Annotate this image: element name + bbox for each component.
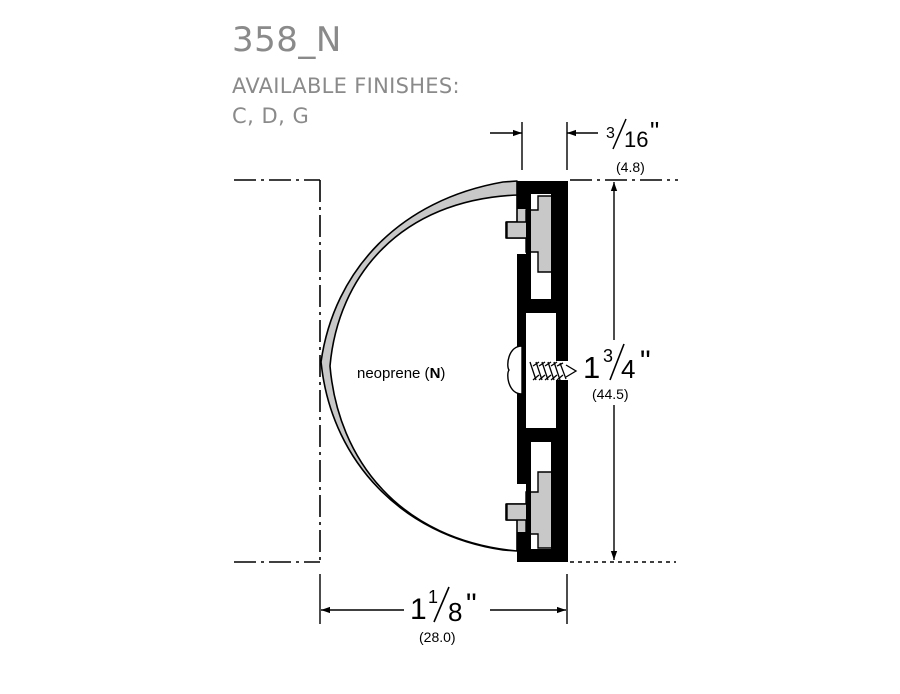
thickness-denominator: 16: [624, 127, 648, 152]
thickness-numerator: 3: [606, 125, 615, 142]
depth-whole: 1: [410, 593, 427, 626]
thickness-metric: (4.8): [616, 159, 645, 175]
extrusion-front-mid-bottom: [517, 424, 526, 484]
material-label-suffix: ): [440, 365, 445, 382]
thickness-inch-mark: ": [650, 116, 659, 146]
depth-metric: (28.0): [419, 629, 456, 645]
depth-numerator: 1: [428, 587, 438, 607]
depth-inch-mark: ": [466, 588, 477, 621]
extrusion-front-mid-top: [517, 254, 526, 314]
material-code: N: [430, 365, 441, 382]
depth-label: 1 1 8 " (28.0): [410, 586, 477, 645]
model-number: 358_N: [232, 20, 342, 60]
material-label: neoprene (N): [357, 365, 445, 382]
height-inch-mark: ": [640, 345, 651, 378]
header: 358_N AVAILABLE FINISHES: C, D, G: [232, 18, 460, 130]
screw-icon: [507, 345, 578, 395]
material-label-prefix: neoprene (: [357, 365, 430, 382]
thickness-fraction-bar: [612, 118, 627, 150]
height-whole: 1: [583, 350, 600, 385]
extrusion-front-bottom: [517, 532, 526, 562]
depth-denominator: 8: [448, 597, 462, 627]
screw-head: [507, 345, 523, 395]
cavity-outlines: [526, 189, 556, 554]
thickness-label: 3 16 " (4.8): [606, 116, 659, 175]
height-numerator: 3: [603, 346, 613, 366]
height-label: 1 3 4 " (44.5): [583, 343, 651, 402]
lower-cavity-outline: [526, 437, 556, 554]
upper-cavity-outline: [526, 189, 556, 304]
height-denominator: 4: [621, 354, 635, 384]
extrusion-upper-web: [517, 304, 568, 313]
height-metric: (44.5): [592, 386, 629, 402]
finish-codes: C, D, G: [232, 104, 310, 128]
extrusion-bottom-cap: [517, 554, 568, 562]
extrusion-top-cap: [517, 181, 568, 189]
available-finishes-label: AVAILABLE FINISHES:: [232, 74, 460, 98]
thickness-dimension: [490, 122, 598, 170]
height-fraction-bar: [609, 343, 625, 381]
depth-fraction-bar: [433, 586, 450, 623]
depth-dimension: [319, 574, 568, 624]
extrusion-front-top: [517, 181, 526, 209]
screw-threads: [529, 361, 578, 381]
wall-outline: [234, 179, 678, 563]
extrusion-lower-web: [517, 428, 568, 437]
